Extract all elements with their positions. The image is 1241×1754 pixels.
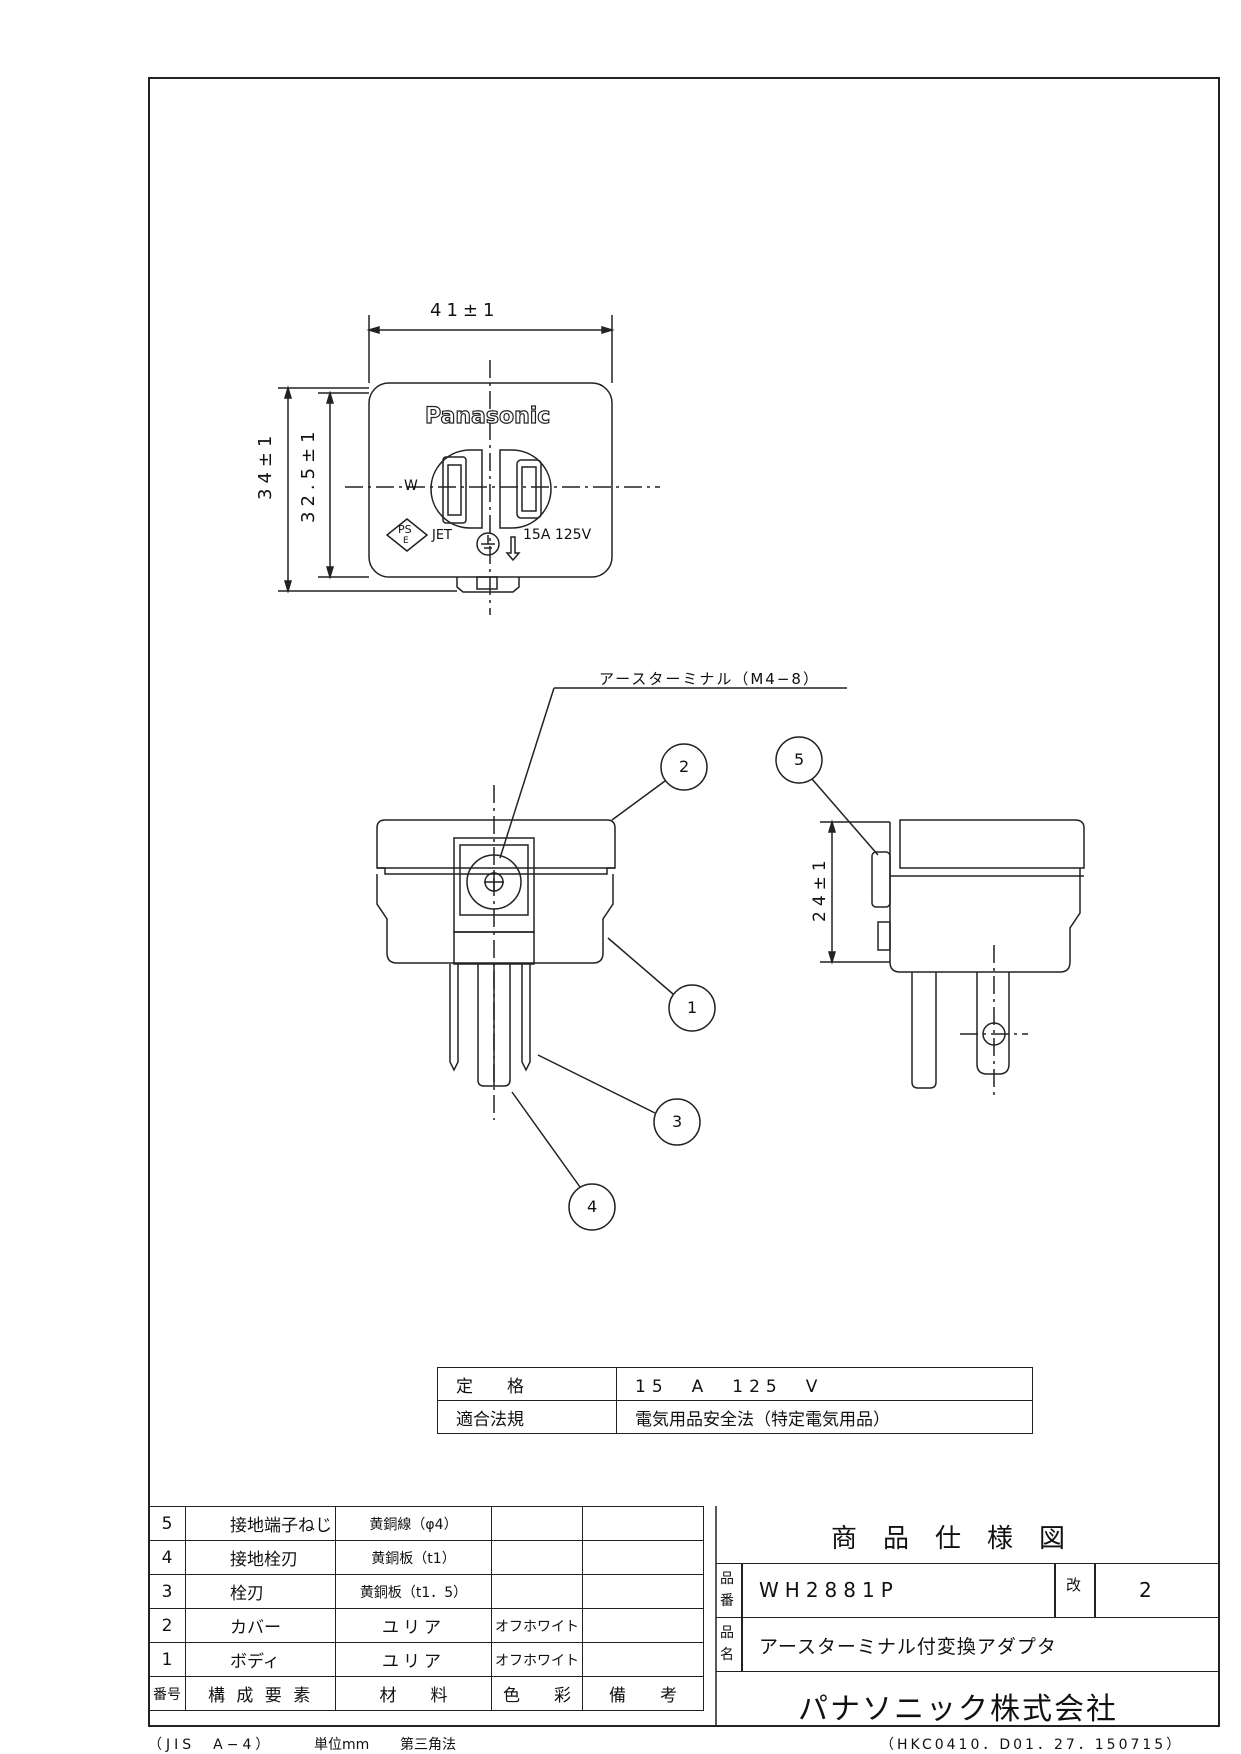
part-number: WH2881P [759, 1578, 899, 1602]
callout-3-circle [653, 1098, 701, 1146]
header-no: 番号 [148, 1676, 186, 1711]
ground-symbol-icon [476, 532, 500, 556]
part-material: ユリア [335, 1642, 492, 1677]
part-no: 3 [148, 1574, 186, 1609]
part-name: 接地栓刃 [185, 1540, 336, 1575]
side-view-right-body [889, 822, 1081, 973]
dim-width-label: 41±1 [430, 300, 500, 321]
doc-code: （HKC0410．D01．27．150715） [880, 1737, 1184, 1753]
revision-label: 改 [1066, 1576, 1082, 1594]
revision-number: 2 [1139, 1578, 1152, 1602]
part-no-label-2: 番 [720, 1593, 734, 1609]
callout-4: 4 [587, 1197, 598, 1216]
table-row: 3 栓刃 黄銅板（t1．5） [148, 1574, 704, 1609]
part-name: 栓刃 [185, 1574, 336, 1609]
part-no: 4 [148, 1540, 186, 1575]
table-row: 1 ボディ ユリア オフホワイト [148, 1642, 704, 1677]
drawing-frame [148, 77, 1220, 1727]
part-no-label-1: 品 [720, 1571, 734, 1587]
product-name-label-2: 名 [720, 1647, 734, 1663]
title-block: 商 品 仕 様 図 品 番 WH2881P 改 2 品 名 アースターミナル付変… [716, 1506, 1220, 1727]
part-remarks [582, 1608, 704, 1643]
pse-text: PS [398, 523, 412, 536]
company-name: パナソニック株式会社 [798, 1692, 1118, 1727]
callout-5-circle [775, 736, 823, 784]
screw-head-side [871, 851, 891, 908]
dim-side-height-label: 24±1 [810, 855, 830, 922]
table-row: 定 格 15 A 125 V [437, 1367, 1033, 1401]
table-row: 2 カバー ユリア オフホワイト [148, 1608, 704, 1643]
jet-mark: JET [432, 528, 452, 543]
side-view-left-body [376, 874, 614, 964]
part-material: ユリア [335, 1608, 492, 1643]
callout-5: 5 [794, 750, 805, 769]
part-remarks [582, 1574, 704, 1609]
part-color: オフホワイト [491, 1608, 583, 1643]
part-color [491, 1540, 583, 1575]
header-remarks: 備 考 [582, 1676, 704, 1711]
part-no: 2 [148, 1608, 186, 1643]
callout-4-circle [568, 1183, 616, 1231]
table-row: 4 接地栓刃 黄銅板（t1） [148, 1540, 704, 1575]
table-row: 適合法規 電気用品安全法（特定電気用品） [437, 1400, 1033, 1434]
spec-value: 15 A 125 V [616, 1367, 1033, 1401]
pse-mark [385, 518, 429, 552]
socket-right-outline [499, 449, 552, 529]
part-name: カバー [185, 1608, 336, 1643]
header-color: 色 彩 [491, 1676, 583, 1711]
side-view-right-cover [899, 819, 1085, 869]
unit-label: 単位mm [314, 1737, 370, 1753]
part-color [491, 1506, 583, 1541]
header-material: 材 料 [335, 1676, 492, 1711]
socket-left-outline [430, 449, 483, 529]
arrow-down-icon [505, 536, 521, 562]
part-no: 1 [148, 1642, 186, 1677]
callout-1: 1 [687, 998, 698, 1017]
spec-value: 電気用品安全法（特定電気用品） [616, 1400, 1033, 1434]
part-remarks [582, 1642, 704, 1677]
product-name-label-1: 品 [720, 1625, 734, 1641]
side-view-left-cover [376, 819, 616, 875]
part-material: 黄銅板（t1） [335, 1540, 492, 1575]
callout-3: 3 [672, 1112, 683, 1131]
callout-1-circle [668, 984, 716, 1032]
brand-logo: Panasonic [424, 403, 551, 429]
spec-key: 適合法規 [437, 1400, 617, 1434]
part-material: 黄銅板（t1．5） [335, 1574, 492, 1609]
product-name: アースターミナル付変換アダプタ [759, 1636, 1057, 1658]
part-color [491, 1574, 583, 1609]
earth-terminal-callout: アースターミナル（M4−8） [599, 670, 820, 688]
socket-w-label: W [404, 478, 418, 494]
part-color: オフホワイト [491, 1642, 583, 1677]
blade-side [911, 972, 937, 1089]
callout-2-circle [660, 743, 708, 791]
part-name: 接地端子ねじ [185, 1506, 336, 1541]
part-material: 黄銅線（φ4） [335, 1506, 492, 1541]
dim-height-outer-label: 34±1 [255, 430, 276, 500]
parts-table: 5 接地端子ねじ 黄銅線（φ4） 4 接地栓刃 黄銅板（t1） 3 栓刃 黄銅板… [148, 1506, 704, 1711]
table-row: 5 接地端子ねじ 黄銅線（φ4） [148, 1506, 704, 1541]
blade-left [449, 964, 459, 1072]
dim-height-inner-label: 32.5±1 [298, 426, 319, 523]
spec-key: 定 格 [437, 1367, 617, 1401]
part-no: 5 [148, 1506, 186, 1541]
blade-right [521, 964, 531, 1072]
table-header-row: 番号 構 成 要 素 材 料 色 彩 備 考 [148, 1676, 704, 1711]
part-remarks [582, 1540, 704, 1575]
spec-table: 定 格 15 A 125 V 適合法規 電気用品安全法（特定電気用品） [437, 1367, 1033, 1434]
ground-pin-side [976, 972, 1010, 1075]
projection-label: 第三角法 [400, 1737, 456, 1753]
paper-size: （JIS A−4） [148, 1737, 274, 1753]
part-name: ボディ [185, 1642, 336, 1677]
document-title: 商 品 仕 様 図 [831, 1524, 1066, 1554]
part-remarks [582, 1506, 704, 1541]
callout-2: 2 [679, 757, 690, 776]
rating-mark: 15A 125V [523, 527, 592, 543]
pse-e-text: E [403, 536, 409, 546]
header-name: 構 成 要 素 [185, 1676, 336, 1711]
